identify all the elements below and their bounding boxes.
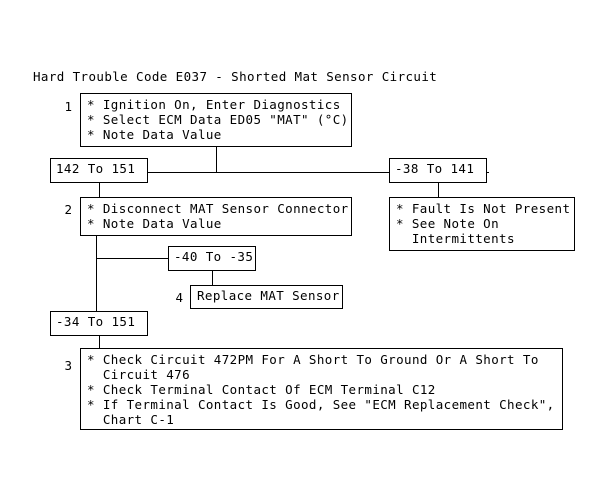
- step-number-4: 4: [175, 290, 183, 305]
- step-4-text: Replace MAT Sensor: [197, 288, 340, 303]
- connector-minus34-151-to-step3: [99, 336, 100, 348]
- step-number-2: 2: [64, 202, 72, 217]
- step-3-box: * Check Circuit 472PM For A Short To Gro…: [80, 348, 563, 430]
- range-minus40-to-minus35: -40 To -35: [168, 246, 256, 271]
- step-2-text: * Disconnect MAT Sensor Connector * Note…: [87, 201, 349, 231]
- connector-minus38-141-to-outcome: [438, 183, 439, 197]
- connector-step2-spine: [96, 236, 97, 316]
- step-3-text: * Check Circuit 472PM For A Short To Gro…: [87, 352, 555, 427]
- step-2-box: * Disconnect MAT Sensor Connector * Note…: [80, 197, 352, 236]
- step-4-box: Replace MAT Sensor: [190, 285, 343, 309]
- connector-minus40-to-step4: [212, 271, 213, 285]
- connector-142-151-to-step2: [99, 183, 100, 197]
- fault-not-present-text: * Fault Is Not Present * See Note On Int…: [396, 201, 571, 246]
- connector-step2-to-range-minus40: [96, 258, 168, 259]
- step-number-1: 1: [64, 99, 72, 114]
- range-minus34-to-151: -34 To 151: [50, 311, 148, 336]
- range-142-to-151: 142 To 151: [50, 158, 148, 183]
- connector-step1-down: [216, 147, 217, 172]
- range-minus38-to-141: -38 To 141: [389, 158, 487, 183]
- connector-step1-branch-bus: [148, 172, 489, 173]
- step-1-box: * Ignition On, Enter Diagnostics * Selec…: [80, 93, 352, 147]
- fault-not-present-box: * Fault Is Not Present * See Note On Int…: [389, 197, 575, 251]
- step-number-3: 3: [64, 358, 72, 373]
- page-title: Hard Trouble Code E037 - Shorted Mat Sen…: [33, 69, 438, 84]
- step-1-text: * Ignition On, Enter Diagnostics * Selec…: [87, 97, 349, 142]
